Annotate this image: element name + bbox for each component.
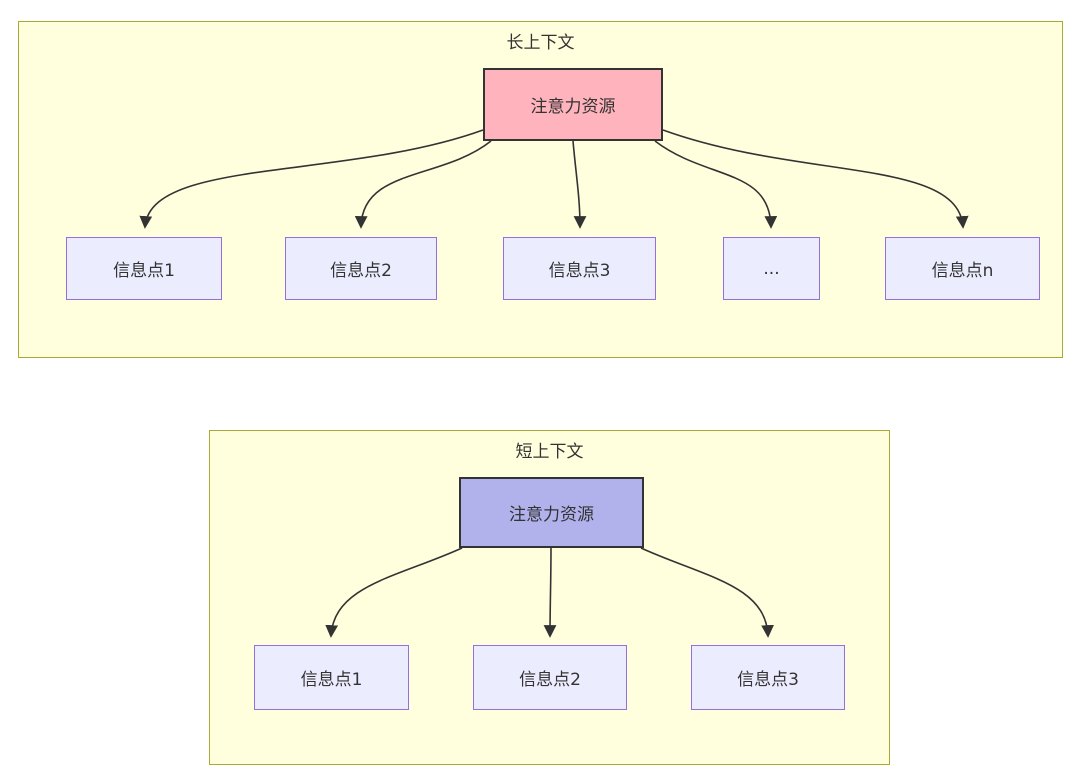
node-short-attention-resource: 注意力资源 <box>459 477 644 548</box>
node-long-info-ellipsis: ... <box>723 237 820 300</box>
node-long-info-1: 信息点1 <box>66 237 222 300</box>
node-short-info-3: 信息点3 <box>691 645 845 710</box>
node-long-info-3: 信息点3 <box>503 237 656 300</box>
node-short-info-2: 信息点2 <box>473 645 627 710</box>
node-long-info-n: 信息点n <box>885 237 1040 300</box>
cluster-long-context-title: 长上下文 <box>506 33 575 53</box>
cluster-short-context-title: 短上下文 <box>515 442 584 462</box>
node-long-info-2: 信息点2 <box>285 237 437 300</box>
node-long-attention-resource: 注意力资源 <box>483 68 663 141</box>
node-short-info-1: 信息点1 <box>254 645 409 710</box>
